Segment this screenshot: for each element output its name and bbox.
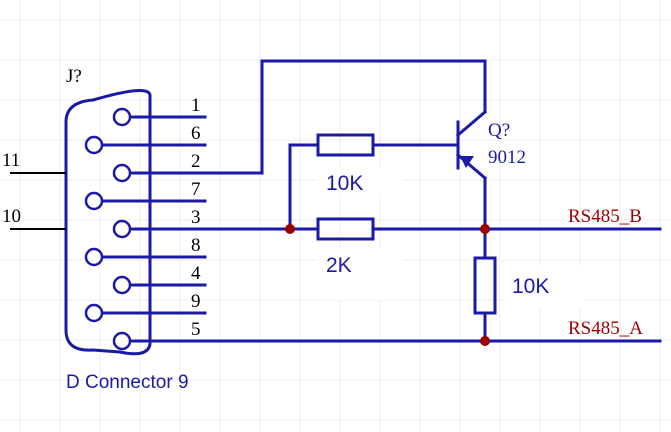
pin-label-7: 7 <box>191 179 201 200</box>
resistor-10k-pullup <box>473 256 497 315</box>
transistor-q <box>455 109 488 181</box>
pin-ring-3 <box>112 219 132 239</box>
pin-ring-8 <box>84 247 104 267</box>
connector-pin-stubs <box>92 115 207 343</box>
junction-base-branch <box>285 224 295 234</box>
transistor-designator: Q? <box>488 120 510 141</box>
wire-pin2-to-emitter <box>203 59 487 175</box>
pin-ring-5 <box>112 331 132 351</box>
connector-pins <box>84 107 132 351</box>
label-box-10k-pullup <box>505 265 585 309</box>
junction-rs485a <box>480 336 490 346</box>
pin-ring-1 <box>112 107 132 127</box>
net-label-rs485-b: RS485_B <box>568 206 642 227</box>
pin-label-8: 8 <box>191 235 201 256</box>
pin-ring-9 <box>84 303 104 323</box>
wire-base-branch <box>288 143 320 231</box>
pin-label-2: 2 <box>191 151 201 172</box>
pin-label-3: 3 <box>191 207 201 228</box>
pin-label-1: 1 <box>191 95 201 116</box>
pin-label-4: 4 <box>191 263 201 284</box>
connector-designator: J? <box>66 66 82 87</box>
label-box-2k <box>318 248 402 300</box>
pin-ring-7 <box>84 191 104 211</box>
pin-ring-2 <box>112 163 132 183</box>
resistor-2k-series <box>316 217 375 241</box>
pin-ring-4 <box>112 275 132 295</box>
resistor-value-10k-pullup: 10K <box>512 275 549 298</box>
net-label-11: 11 <box>2 150 20 171</box>
net-label-10: 10 <box>2 206 21 227</box>
junction-rs485b <box>480 224 490 234</box>
wires <box>203 59 662 343</box>
resistor-value-2k: 2K <box>326 254 352 277</box>
pin-label-9: 9 <box>191 291 201 312</box>
pin-ring-6 <box>84 135 104 155</box>
label-box-10k-base <box>318 166 402 198</box>
resistor-10k-base <box>316 133 375 157</box>
transistor-part: 9012 <box>488 147 526 168</box>
net-label-rs485-a: RS485_A <box>568 318 643 339</box>
transistor-arrow <box>460 156 474 168</box>
connector-name: D Connector 9 <box>66 372 189 393</box>
pin-label-5: 5 <box>191 319 201 340</box>
pin-labels: 1 6 2 7 3 8 4 9 5 <box>191 95 201 340</box>
connector-body <box>64 89 152 356</box>
pin-label-6: 6 <box>191 123 201 144</box>
resistor-value-10k-base: 10K <box>326 172 363 195</box>
